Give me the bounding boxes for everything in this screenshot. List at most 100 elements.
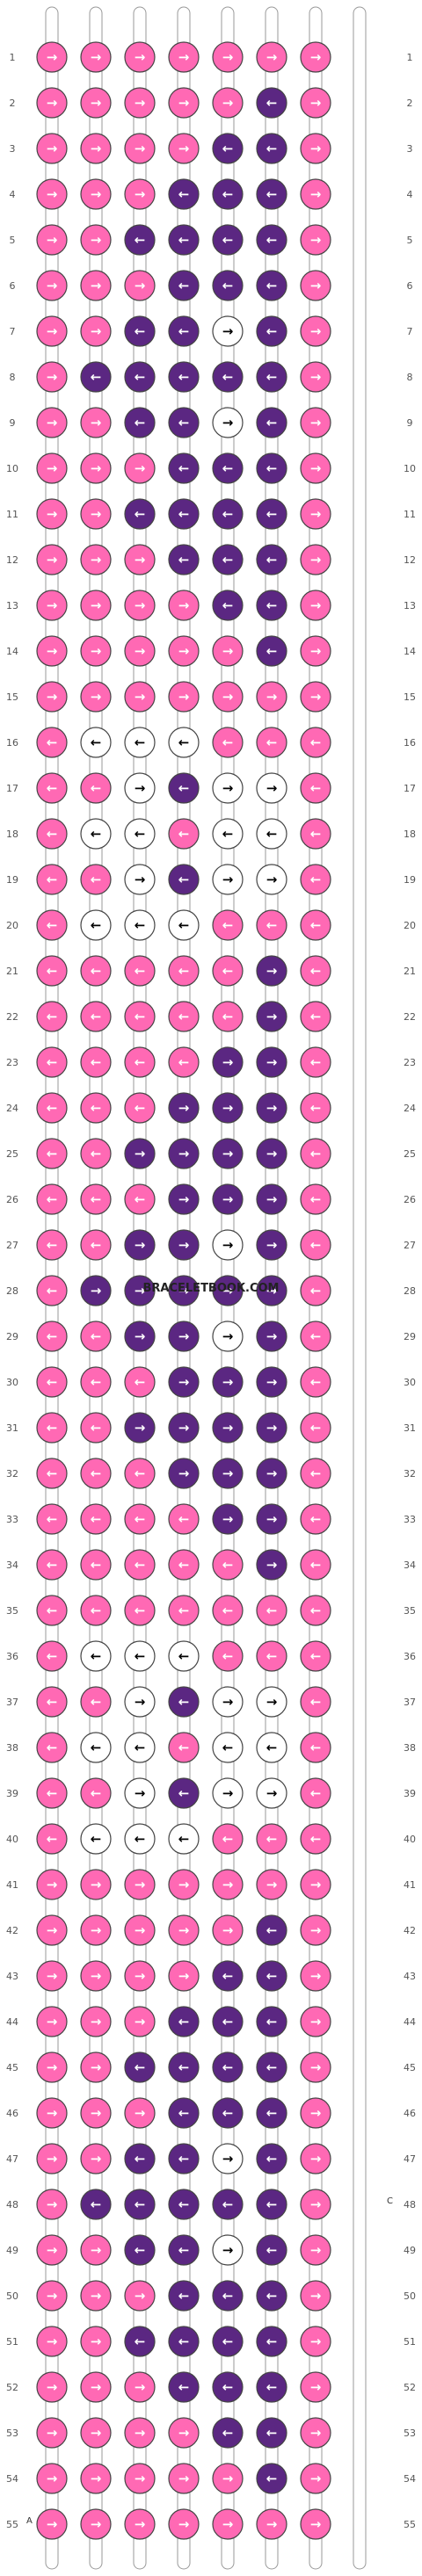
knot: →	[212, 1275, 244, 1306]
knot: →	[300, 407, 331, 438]
knot: ←	[124, 1183, 156, 1215]
knot-circle	[168, 955, 200, 987]
knot: →	[300, 270, 331, 301]
knot-circle	[256, 2189, 287, 2220]
knot: →	[80, 498, 112, 530]
knot: ←	[168, 315, 200, 347]
arrow-left-icon: ←	[47, 1009, 58, 1024]
knot-circle	[80, 315, 112, 347]
row-number-right: 16	[404, 737, 416, 749]
knot-circle	[256, 2280, 287, 2312]
arrow-right-icon: →	[91, 323, 102, 339]
arrow-right-icon: →	[310, 1922, 322, 1938]
knot: ←	[256, 1595, 287, 1626]
knot-circle	[168, 1595, 200, 1626]
knot-circle	[36, 2280, 68, 2312]
arrow-right-icon: →	[310, 597, 322, 613]
knot: →	[124, 1412, 156, 1444]
knot-circle	[124, 1138, 156, 1169]
knot: →	[36, 635, 68, 667]
knot: →	[36, 2006, 68, 2037]
arrow-right-icon: →	[178, 1237, 190, 1253]
knot: →	[80, 590, 112, 621]
arrow-right-icon: →	[91, 2242, 102, 2258]
arrow-right-icon: →	[222, 323, 234, 339]
knot-circle	[80, 909, 112, 941]
arrow-right-icon: →	[222, 1785, 234, 1801]
knot-circle	[124, 2326, 156, 2357]
arrow-left-icon: ←	[135, 1191, 146, 1207]
knot-circle	[212, 133, 244, 164]
knot: ←	[256, 498, 287, 530]
knot: →	[300, 224, 331, 256]
arrow-left-icon: ←	[178, 780, 190, 796]
knot: →	[212, 2463, 244, 2494]
knot-circle	[36, 361, 68, 393]
row-number-left: 6	[10, 280, 16, 292]
knot: ←	[300, 1366, 331, 1398]
knot-circle	[256, 1732, 287, 1763]
knot: ←	[80, 1001, 112, 1032]
arrow-right-icon: →	[135, 278, 146, 293]
knot-circle	[300, 772, 331, 804]
knot: →	[36, 544, 68, 575]
knot-circle	[168, 2143, 200, 2174]
arrow-right-icon: →	[222, 643, 234, 659]
arrow-right-icon: →	[266, 963, 278, 979]
knot: →	[124, 681, 156, 713]
knot-circle	[168, 270, 200, 301]
arrow-left-icon: ←	[178, 2242, 190, 2258]
arrow-left-icon: ←	[266, 1922, 278, 1938]
knot-circle	[168, 2463, 200, 2494]
knot-circle	[168, 818, 200, 850]
knot-circle	[80, 590, 112, 621]
arrow-right-icon: →	[310, 552, 322, 568]
knot: →	[124, 1275, 156, 1306]
knot-circle	[168, 864, 200, 895]
arrow-right-icon: →	[47, 506, 58, 522]
knot: →	[300, 635, 331, 667]
arrow-left-icon: ←	[91, 734, 102, 750]
arrow-left-icon: ←	[266, 2334, 278, 2349]
knot: →	[80, 2006, 112, 2037]
knot-circle	[36, 1229, 68, 1261]
arrow-left-icon: ←	[266, 917, 278, 933]
knot-circle	[212, 818, 244, 850]
knot-circle	[256, 1229, 287, 1261]
arrow-left-icon: ←	[310, 1785, 322, 1801]
knot-circle	[256, 1458, 287, 1489]
arrow-right-icon: →	[178, 1465, 190, 1481]
knot-circle	[80, 1183, 112, 1215]
knot: →	[300, 1914, 331, 1946]
arrow-right-icon: →	[91, 232, 102, 248]
knot: →	[168, 133, 200, 164]
arrow-right-icon: →	[135, 2379, 146, 2395]
knot: ←	[256, 178, 287, 210]
knot: →	[212, 1458, 244, 1489]
knot-circle	[124, 2508, 156, 2540]
knot: ←	[300, 1777, 331, 1809]
arrow-left-icon: ←	[135, 2334, 146, 2349]
arrow-left-icon: ←	[47, 1465, 58, 1481]
knot: →	[212, 1366, 244, 1398]
row-number-left: 41	[6, 1879, 18, 1891]
knot: ←	[124, 909, 156, 941]
arrow-right-icon: →	[266, 780, 278, 796]
knot: →	[300, 452, 331, 484]
knot-circle	[36, 2326, 68, 2357]
knot-circle	[124, 818, 156, 850]
knot-circle	[212, 2234, 244, 2266]
knot: →	[124, 1777, 156, 1809]
arrow-left-icon: ←	[310, 1557, 322, 1573]
knot: →	[256, 1138, 287, 1169]
knot: →	[124, 590, 156, 621]
arrow-left-icon: ←	[178, 2014, 190, 2030]
knot: ←	[36, 1092, 68, 1124]
row-number-left: 27	[6, 1240, 18, 1251]
knot: ←	[80, 1503, 112, 1535]
arrow-left-icon: ←	[91, 1831, 102, 1847]
knot-circle	[168, 2371, 200, 2403]
knot: →	[256, 1549, 287, 1581]
knot-circle	[124, 2371, 156, 2403]
